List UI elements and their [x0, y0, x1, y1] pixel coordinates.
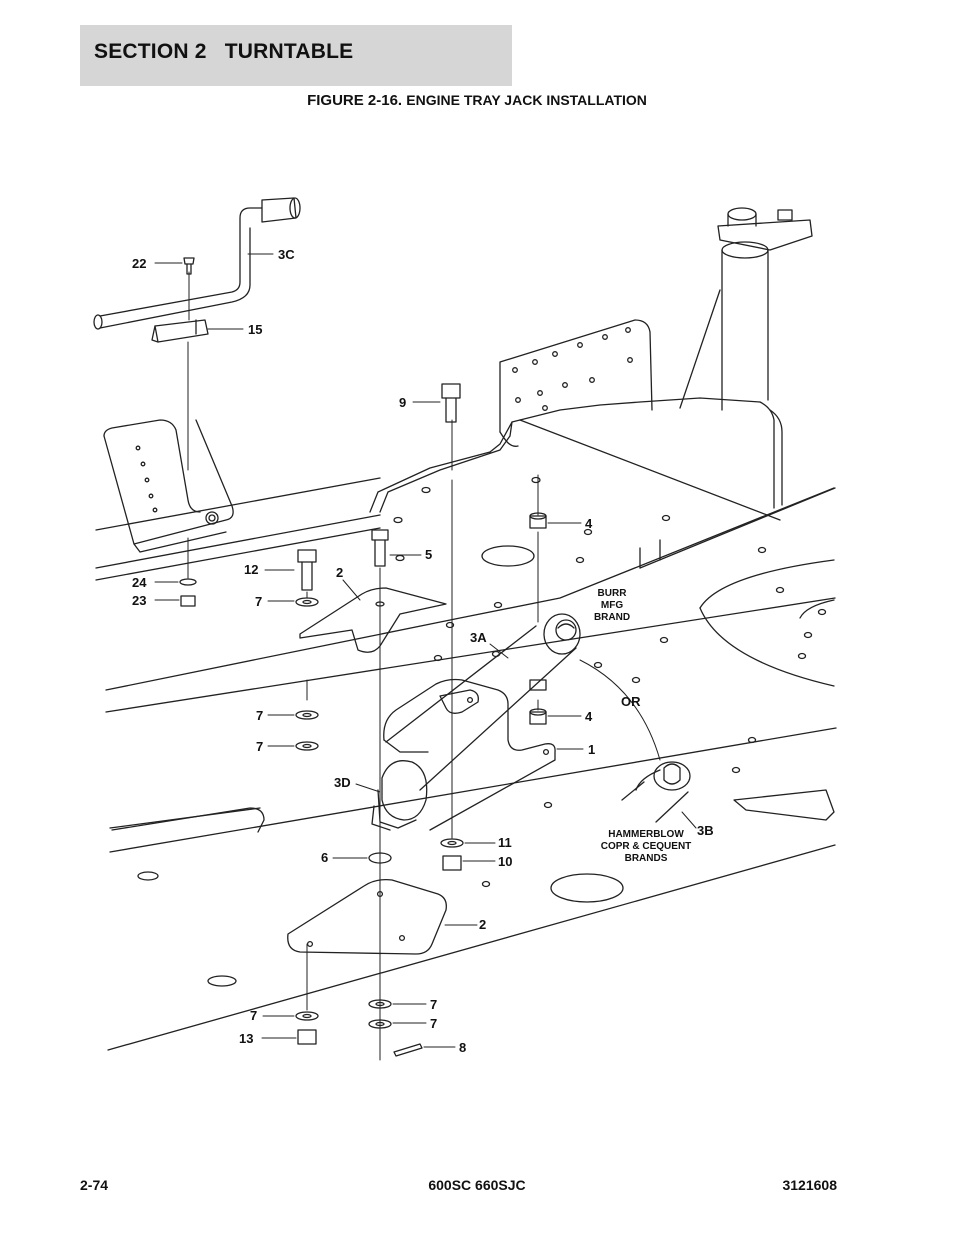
section-title: SECTION 2 TURNTABLE [94, 40, 354, 63]
callout-9: 9 [399, 395, 406, 410]
figure-prefix: FIGURE 2-16. [307, 92, 407, 109]
callout-10: 10 [498, 854, 512, 869]
callout-7-a: 7 [255, 594, 262, 609]
bracket-15 [151, 319, 209, 343]
document-number: 3121608 [782, 1177, 837, 1193]
jack-3b [621, 761, 691, 823]
callout-7-b: 7 [256, 708, 263, 723]
chassis-frame [95, 397, 837, 1051]
note-burr-line1: BURR [598, 588, 628, 599]
callout-3b: 3B [697, 823, 714, 838]
callout-3d: 3D [334, 775, 351, 790]
callout-5: 5 [425, 547, 432, 562]
bracket-2-upper [299, 587, 447, 653]
turntable-arc [111, 559, 835, 833]
note-hammer-line3: BRANDS [625, 853, 668, 864]
callout-7-d: 7 [250, 1008, 257, 1023]
callout-3a: 3A [470, 630, 487, 645]
callout-6: 6 [321, 850, 328, 865]
callout-13: 13 [239, 1031, 253, 1046]
callout-7-f: 7 [430, 1016, 437, 1031]
mounting-plate [369, 319, 783, 513]
note-burr-line2: MFG [601, 600, 623, 611]
callout-4-top: 4 [585, 516, 593, 531]
callout-8: 8 [459, 1040, 466, 1055]
leader-lines [154, 253, 697, 1048]
stand-plate-left [103, 419, 234, 553]
callout-2-lower: 2 [479, 917, 486, 932]
note-hammer-line1: HAMMERBLOW [608, 829, 684, 840]
callout-22: 22 [132, 256, 146, 271]
callout-23: 23 [132, 593, 146, 608]
callout-24: 24 [132, 575, 147, 590]
callout-15: 15 [248, 322, 262, 337]
jack-tube-3a [371, 613, 581, 831]
mount-bracket-1 [383, 678, 556, 831]
figure-title: FIGURE 2-16. ENGINE TRAY JACK INSTALLATI… [0, 92, 954, 109]
figure-caption: ENGINE TRAY JACK INSTALLATION [406, 92, 647, 108]
callout-7-c: 7 [256, 739, 263, 754]
section-header-band [80, 25, 512, 86]
callout-2-upper: 2 [336, 565, 343, 580]
callout-7-e: 7 [430, 997, 437, 1012]
page-number: 2-74 [80, 1177, 109, 1193]
model-number: 600SC 660SJC [428, 1177, 526, 1193]
callout-4-lower: 4 [585, 709, 593, 724]
callout-1: 1 [588, 742, 595, 757]
callout-12: 12 [244, 562, 258, 577]
callout-11: 11 [498, 835, 512, 850]
crank-handle-3c [93, 197, 301, 330]
fasteners [179, 257, 547, 1057]
frame-holes [137, 476, 827, 987]
callout-3c: 3C [278, 247, 295, 262]
note-burr-line3: BRAND [594, 612, 630, 623]
callout-labels: 22 3C 15 9 4 5 12 2 24 23 7 3A 4 1 7 7 3… [132, 247, 714, 1055]
assembly-lines [187, 271, 539, 1061]
note-or: OR [621, 694, 641, 709]
bracket-2-lower [287, 878, 447, 955]
note-hammer-line2: COPR & CEQUENT [601, 841, 692, 852]
jack-post [679, 207, 813, 411]
